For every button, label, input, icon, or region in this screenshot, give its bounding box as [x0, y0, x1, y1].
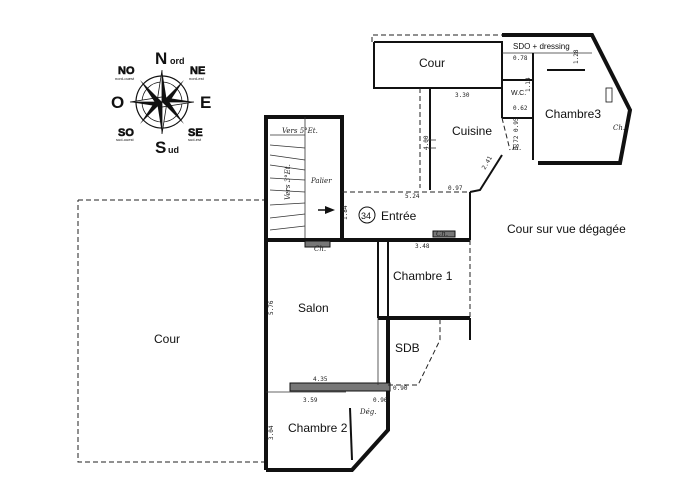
apartment-number: 34: [361, 211, 371, 221]
salon-bottom-wall-hatch: [289, 382, 391, 392]
compass-n-initial: N: [155, 49, 167, 68]
dim-241: 2.41: [481, 155, 494, 171]
compass-se-sub: sud-est: [188, 137, 202, 142]
label-placard: Pl.: [511, 144, 521, 152]
label-vers-5: Vers 5°Et.: [282, 127, 318, 135]
label-cuisine: Cuisine: [452, 124, 492, 138]
chambre1: Chambre 1: [377, 230, 470, 320]
staircase-walls: [264, 115, 344, 240]
compass-s-initial: S: [155, 138, 166, 157]
compass-east-label: E: [200, 93, 211, 112]
courtyard-top: Cour: [371, 34, 503, 89]
compass-ne-label: NE: [190, 65, 205, 77]
label-cour-left: Cour: [154, 332, 180, 346]
sdb: SDB: [377, 318, 441, 386]
label-cour-top: Cour: [419, 56, 445, 70]
main-walls: [264, 238, 471, 472]
compass-se-point: [162, 100, 184, 124]
stair-step: [269, 177, 306, 181]
cuisine: Cuisine: [419, 88, 511, 193]
compass-se-label: SE: [188, 127, 203, 139]
chambre1-cabinet: [432, 230, 456, 238]
salon-cabinet: [304, 240, 331, 248]
stair-step: [269, 164, 306, 171]
dim-095: 0.95: [513, 117, 520, 132]
label-degagement: Dég.: [359, 408, 376, 416]
chambre3-cabinet: [605, 87, 613, 103]
compass-rose: N ord S ud E O NE NO SE SO nord-est nord…: [111, 49, 211, 157]
label-chambre1: Chambre 1: [393, 269, 453, 283]
chambre3-outer-wall: [502, 33, 633, 165]
entry-arrow-icon: [325, 206, 335, 214]
dim-062: 0.62: [513, 105, 528, 112]
stair-step: [269, 213, 306, 219]
main-wall-bottom-right: [266, 318, 390, 472]
dim-359: 3.59: [303, 397, 318, 404]
dim-576: 5.76: [268, 300, 275, 315]
courtyard-left: [77, 199, 266, 463]
compass-south-point: [157, 102, 162, 134]
chambre2-right-wall: [349, 407, 353, 461]
label-wc: W.C.: [511, 90, 526, 97]
chambre2: Chambre 2 Dég.: [266, 391, 376, 461]
apartment-number-badge: [358, 206, 376, 224]
staircase: Vers 5°Et. Vers 3°Et. Palier: [264, 115, 344, 240]
compass-nw-point: [140, 80, 162, 104]
dim-072: 0.72: [513, 135, 520, 150]
dim-524: 5.24: [405, 193, 420, 200]
dim-330: 3.30: [455, 92, 470, 99]
stair-step: [269, 202, 306, 206]
chambre3-block: SDO + dressing W.C. Chambre3 Ch. Pl.: [502, 33, 633, 165]
compass-so-label: SO: [118, 127, 134, 139]
label-entree: Entrée: [381, 209, 417, 223]
dim-435: 4.35: [313, 376, 328, 383]
label-chambre3: Chambre3: [545, 107, 601, 121]
dim-400: 4.00: [423, 135, 430, 150]
courtyard-top-dash: [371, 34, 502, 42]
label-chambre2: Chambre 2: [288, 421, 348, 435]
compass-n-rest: ord: [170, 56, 185, 66]
label-vers-3: Vers 3°Et.: [284, 164, 292, 200]
label-sdo: SDO + dressing: [513, 42, 570, 51]
stair-steps: [269, 134, 306, 231]
dimensions: 3.30 0.78 1.28 1.14 0.62 0.95 0.72 4.00 …: [268, 49, 580, 440]
compass-ne-point: [162, 80, 184, 104]
label-sdb: SDB: [395, 341, 420, 355]
compass-so-sub: sud-ouest: [116, 137, 134, 142]
compass-s-rest: ud: [168, 145, 179, 155]
dim-184: 1.84: [342, 205, 349, 220]
dim-114: 1.14: [525, 77, 532, 92]
label-palier: Palier: [310, 177, 332, 185]
compass-sw-point: [140, 100, 162, 124]
compass-ne-sub: nord-est: [189, 76, 205, 81]
label-cour-vue: Cour sur vue dégagée: [507, 222, 626, 236]
dim-348: 3.48: [415, 243, 430, 250]
cuisine-door-dash: [501, 117, 511, 151]
label-salon: Salon: [298, 301, 329, 315]
entree: 34 Entrée: [342, 191, 471, 240]
stair-step: [269, 154, 306, 161]
compass-no-label: NO: [118, 65, 135, 77]
dim-128: 1.28: [573, 49, 580, 64]
stair-step: [269, 144, 306, 149]
dim-096: 0.96: [373, 397, 388, 404]
stair-step: [269, 189, 306, 193]
salon: Salon: [289, 240, 391, 392]
dim-078: 0.78: [513, 55, 528, 62]
dim-304: 3.04: [268, 425, 275, 440]
cuisine-diagonal-wall: [469, 154, 503, 193]
stair-step: [269, 225, 306, 231]
dim-090: 0.90: [393, 385, 408, 392]
compass-no-sub: nord-ouest: [115, 76, 135, 81]
sdb-outline-dash: [388, 318, 441, 386]
label-ch-3: Ch.: [613, 124, 625, 132]
compass-west-label: O: [111, 93, 124, 112]
label-ch-1: Ch.: [314, 245, 326, 253]
dim-097: 0.97: [448, 185, 463, 192]
courtyard-left-outline: [77, 199, 266, 463]
label-ch-2: Ch.: [436, 230, 448, 238]
compass-north-point: [162, 70, 167, 102]
